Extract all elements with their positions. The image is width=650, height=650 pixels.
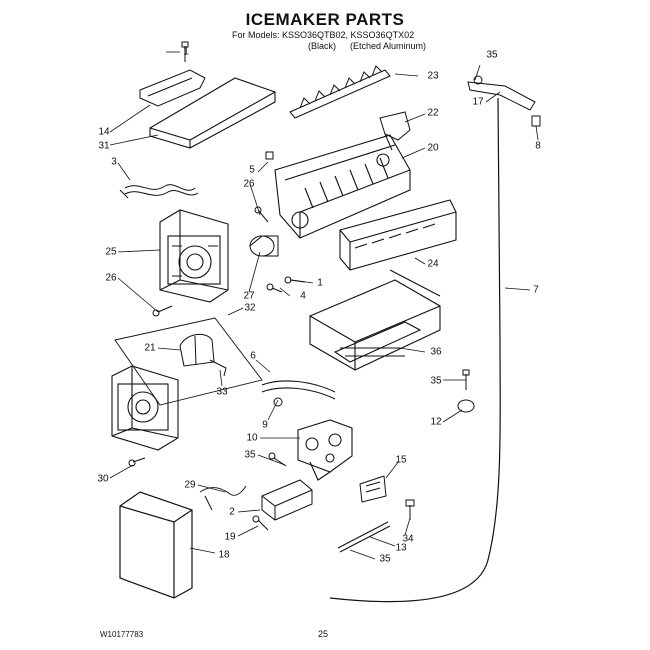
- callout-1: 1: [183, 46, 189, 58]
- callout-6: 6: [250, 350, 256, 362]
- leader-lines: [109, 51, 539, 560]
- screw-30: [128, 457, 146, 467]
- callout-15: 15: [395, 454, 407, 466]
- module-housing-lower: [111, 365, 179, 451]
- callout-18: 18: [218, 549, 230, 561]
- callout-34: 34: [402, 533, 414, 545]
- callout-27: 27: [243, 290, 255, 302]
- callout-32: 32: [244, 302, 256, 314]
- hose-6: [261, 380, 336, 400]
- motor-27: [249, 235, 279, 257]
- callout-9: 9: [262, 419, 268, 431]
- ejector-23: [289, 65, 391, 119]
- callout-3: 3: [111, 156, 117, 168]
- callout-12: 12: [430, 416, 442, 428]
- callout-14: 14: [98, 126, 110, 138]
- clip-33: [209, 359, 227, 377]
- callout-35-rod: 35: [379, 553, 391, 565]
- grommet-12: [457, 399, 475, 413]
- bracket-14: [139, 69, 206, 107]
- water-tube-7: [329, 97, 501, 603]
- callout-19: 19: [224, 531, 236, 543]
- callout-31: 31: [98, 140, 110, 152]
- callout-30: 30: [97, 473, 109, 485]
- callout-25: 25: [105, 246, 117, 258]
- screw-19: [252, 515, 269, 531]
- callout-23: 23: [427, 70, 439, 82]
- front-cover-24: [339, 199, 457, 271]
- callout-8: 8: [535, 140, 541, 152]
- finish-labels: (Black) (Etched Aluminum): [232, 41, 426, 52]
- callout-22: 22: [427, 107, 439, 119]
- callout-35-bin: 35: [430, 375, 442, 387]
- model-list: For Models: KSSO36QTB02, KSSO36QTX02 (Bl…: [232, 30, 426, 52]
- screw-1-top: [181, 41, 189, 62]
- callout-13: 13: [395, 542, 407, 554]
- callout-29: 29: [184, 479, 196, 491]
- callout-33: 33: [216, 386, 228, 398]
- callout-2: 2: [229, 506, 235, 518]
- black-finish-label: (Black): [308, 41, 337, 51]
- callout-35: 35: [486, 49, 498, 61]
- callout-10: 10: [246, 432, 258, 444]
- screw-35-bin: [462, 369, 470, 390]
- screw-26-lower: [152, 305, 173, 317]
- wire-harness-3: [119, 184, 199, 199]
- callout-20: 20: [427, 142, 439, 154]
- callout-35-valve: 35: [244, 449, 256, 461]
- thermostat-21: [179, 333, 215, 367]
- bracket-15: [359, 475, 387, 503]
- callout-5: 5: [249, 164, 255, 176]
- callout-24: 24: [427, 258, 439, 270]
- page-title: ICEMAKER PARTS: [245, 10, 405, 29]
- callout-7: 7: [533, 284, 539, 296]
- callout-1-middle: 1: [317, 277, 323, 289]
- models-line: For Models: KSSO36QTB02, KSSO36QTX02: [232, 30, 415, 40]
- screw-26-upper: [254, 206, 269, 223]
- clamp-9: [273, 397, 283, 407]
- water-valve-10: [297, 419, 353, 481]
- screw-1-middle: [284, 276, 306, 284]
- bin-assembly-36: [309, 269, 441, 371]
- screw-34: [405, 499, 415, 520]
- callout-26: 26: [243, 178, 255, 190]
- screw-4: [266, 283, 283, 293]
- cover-plate-31: [149, 77, 276, 149]
- module-housing-25: [159, 209, 229, 303]
- screw-35-valve: [268, 452, 287, 467]
- screw-5: [265, 151, 274, 160]
- callout-26-lower: 26: [105, 272, 117, 284]
- callout-17: 17: [472, 96, 484, 108]
- document-number: W10177783: [100, 630, 144, 639]
- callout-4: 4: [300, 290, 306, 302]
- ice-mold-20: [274, 134, 411, 239]
- fill-cup-bracket-17: [467, 75, 536, 111]
- callout-36: 36: [430, 346, 442, 358]
- screw-8: [531, 115, 541, 127]
- page-number: 25: [318, 629, 329, 639]
- wire-harness-29: [199, 485, 247, 511]
- callout-21: 21: [144, 342, 156, 354]
- shield-32: [114, 317, 263, 406]
- rod-13: [337, 521, 391, 553]
- cover-box-18: [119, 491, 193, 599]
- aluminum-finish-label: (Etched Aluminum): [350, 41, 427, 51]
- bracket-2: [261, 479, 313, 521]
